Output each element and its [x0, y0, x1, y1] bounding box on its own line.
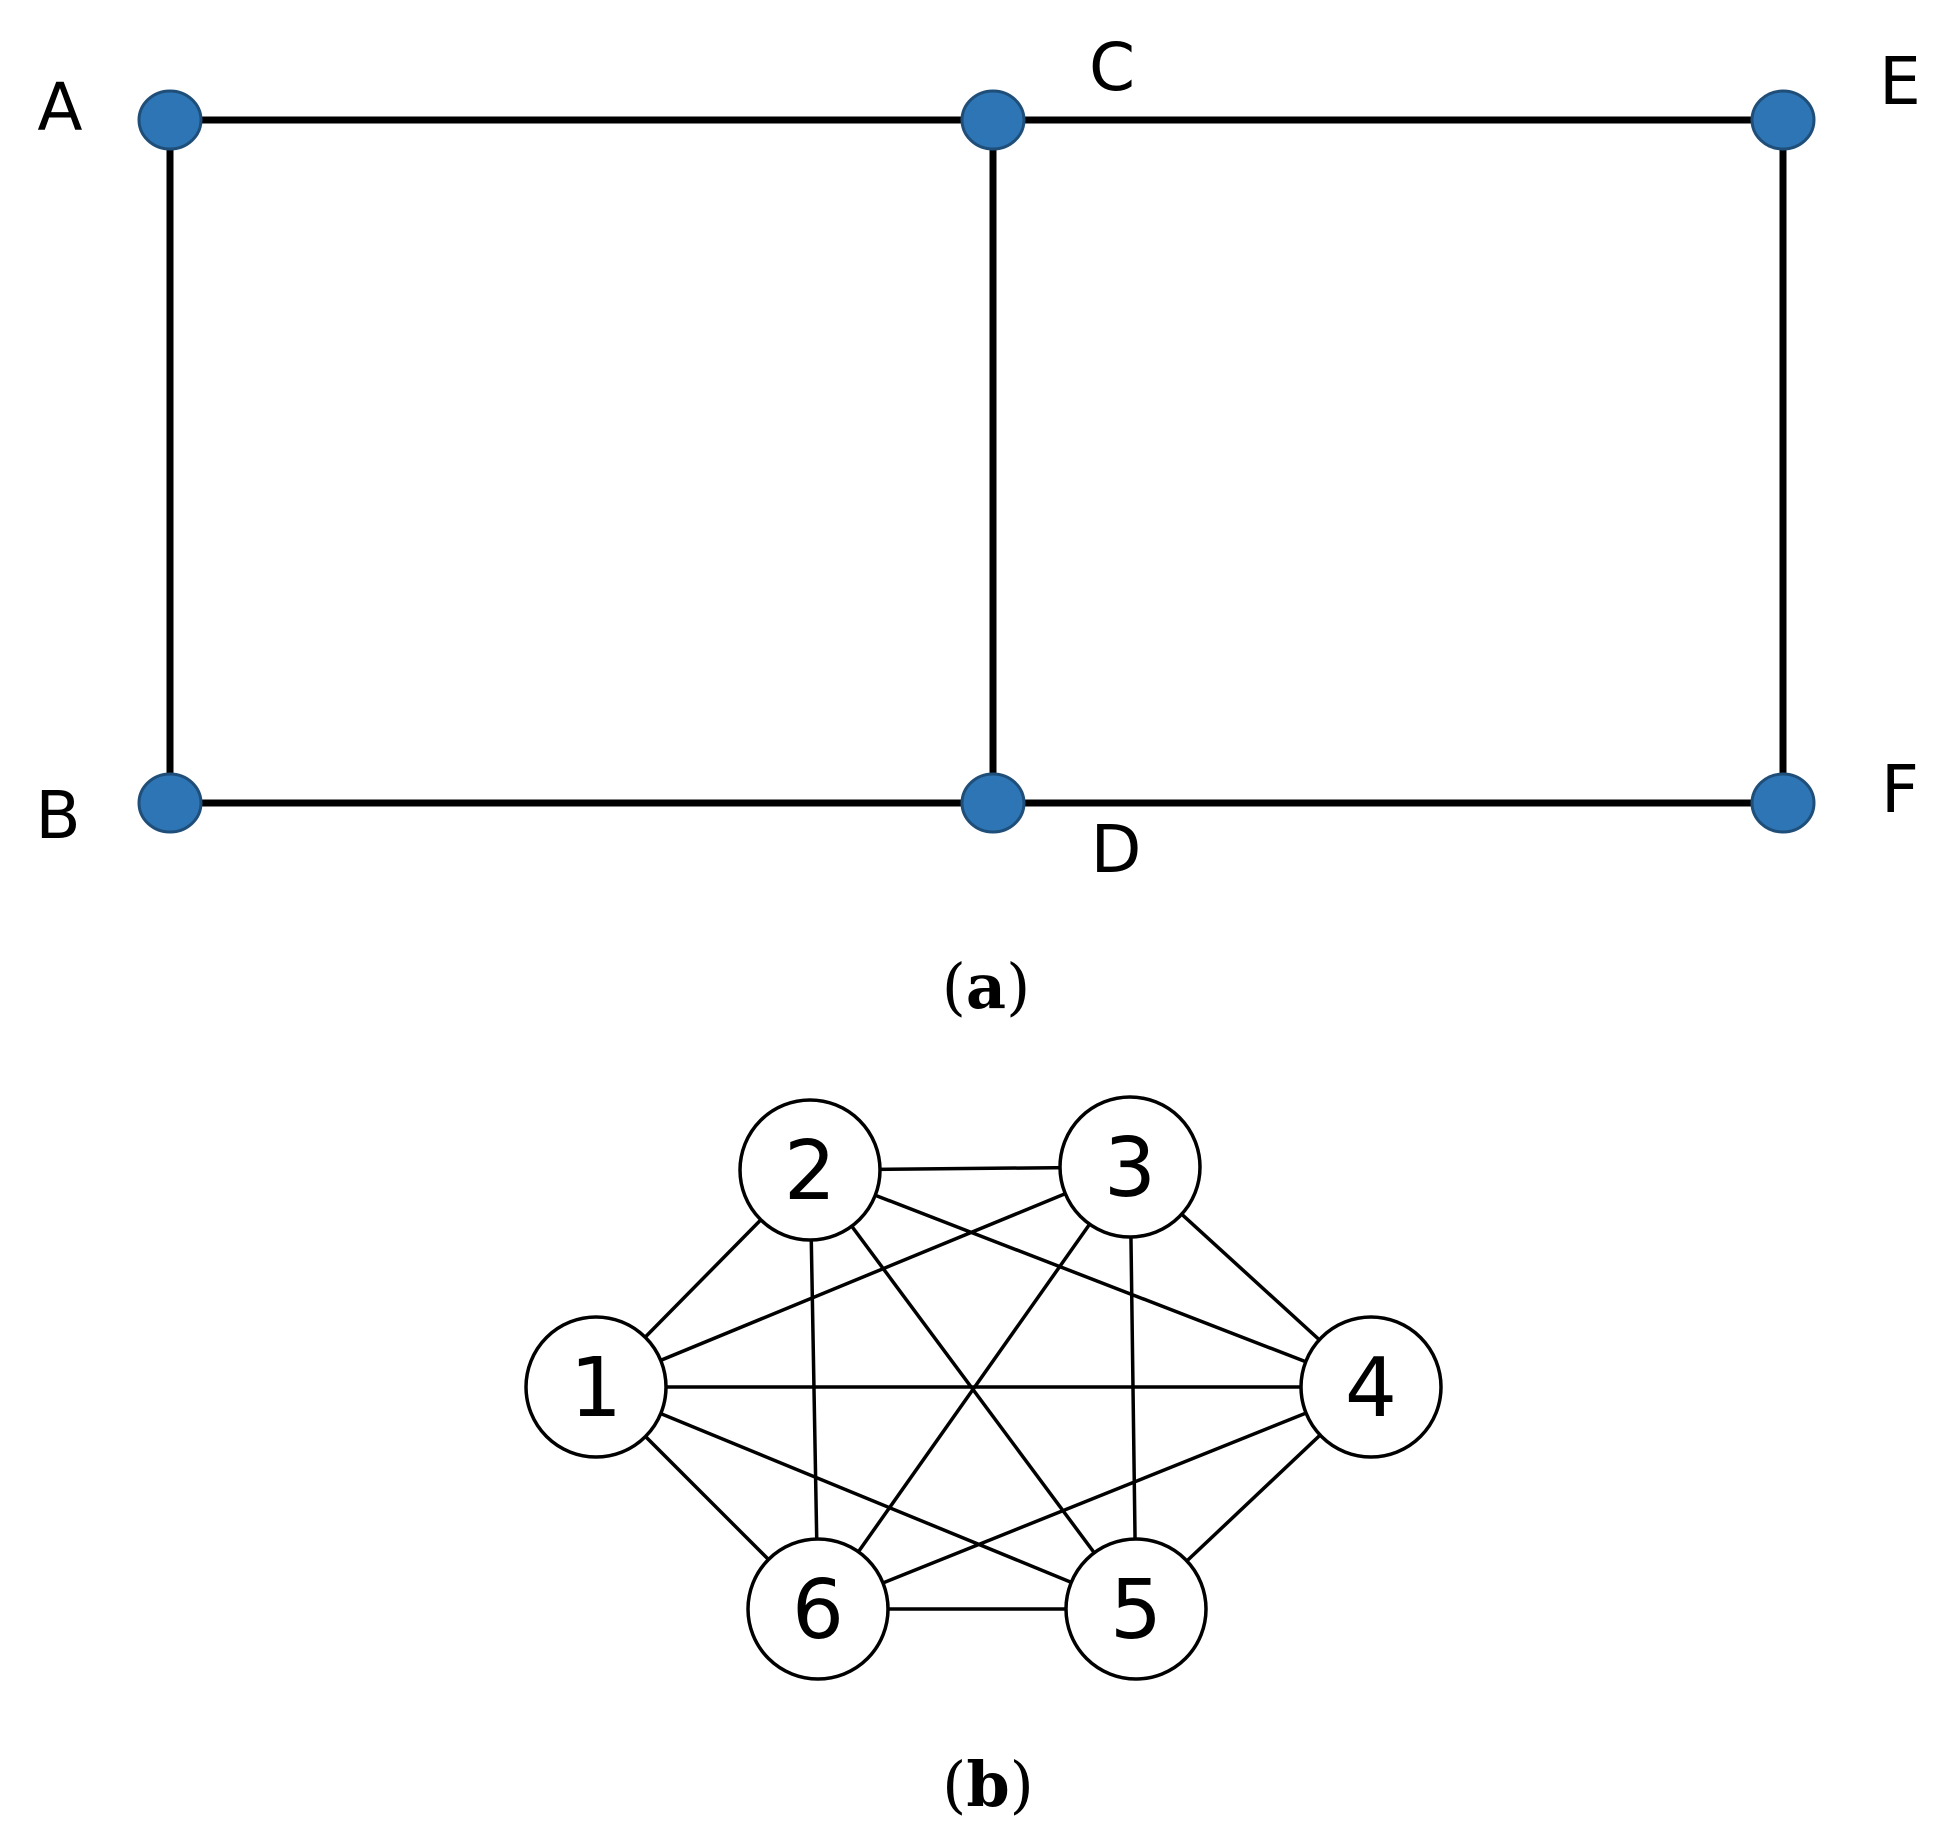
node-6: 6	[746, 1537, 890, 1681]
node-label-4: 4	[1345, 1341, 1397, 1436]
panel-b-caption: (b)	[942, 1748, 1034, 1821]
panel-b-nodes: 1 2 3 4 5 6	[524, 1095, 1443, 1681]
node-1: 1	[524, 1315, 668, 1459]
panel-b-graph: 1 2 3 4 5 6	[524, 1095, 1443, 1681]
panel-a-caption-letter: a	[966, 950, 1006, 1023]
node-label-1: 1	[570, 1341, 622, 1436]
panel-a-nodes	[137, 89, 1816, 834]
node-2: 2	[738, 1098, 882, 1242]
edge-4-6	[817, 1385, 1372, 1611]
node-label-5: 5	[1110, 1563, 1162, 1658]
node-F	[1750, 772, 1816, 834]
edge-1-3	[595, 1165, 1131, 1389]
panel-a-caption-open: (	[942, 950, 966, 1023]
panel-a-caption-close: )	[1006, 950, 1030, 1023]
node-D	[960, 772, 1026, 834]
node-B	[137, 772, 203, 834]
panel-a-graph: A B C D E F	[35, 29, 1920, 888]
edge-2-4	[809, 1168, 1372, 1389]
node-label-D: D	[1091, 811, 1142, 888]
node-4: 4	[1299, 1315, 1443, 1459]
panel-b-edges	[594, 1165, 1373, 1611]
node-A	[137, 89, 203, 151]
node-label-C: C	[1089, 29, 1135, 106]
node-circle-2	[738, 1098, 882, 1242]
node-label-2: 2	[784, 1124, 836, 1219]
panel-b-caption-letter: b	[966, 1748, 1009, 1821]
edge-3-6	[816, 1165, 1132, 1611]
panel-a-caption: (a)	[942, 950, 1031, 1023]
edge-1-5	[595, 1385, 1137, 1611]
node-C	[960, 89, 1026, 151]
panel-a-edges	[166, 116, 1787, 807]
node-circle-3	[1058, 1095, 1202, 1239]
node-label-A: A	[37, 69, 82, 146]
node-E	[1750, 89, 1816, 151]
node-label-3: 3	[1104, 1121, 1156, 1216]
edge-3-5	[1128, 1166, 1138, 1610]
node-circle-6	[746, 1537, 890, 1681]
node-3: 3	[1058, 1095, 1202, 1239]
panel-a-labels: A B C D E F	[35, 29, 1920, 888]
node-5: 5	[1064, 1537, 1208, 1681]
node-circle-5	[1064, 1537, 1208, 1681]
panel-b-caption-open: (	[942, 1748, 966, 1821]
node-label-E: E	[1879, 43, 1921, 120]
node-label-B: B	[35, 777, 80, 854]
node-label-F: F	[1881, 751, 1919, 828]
node-circle-1	[524, 1315, 668, 1459]
node-circle-4	[1299, 1315, 1443, 1459]
edge-2-6	[808, 1169, 820, 1610]
panel-b-caption-close: )	[1010, 1748, 1034, 1821]
node-label-6: 6	[792, 1563, 844, 1658]
